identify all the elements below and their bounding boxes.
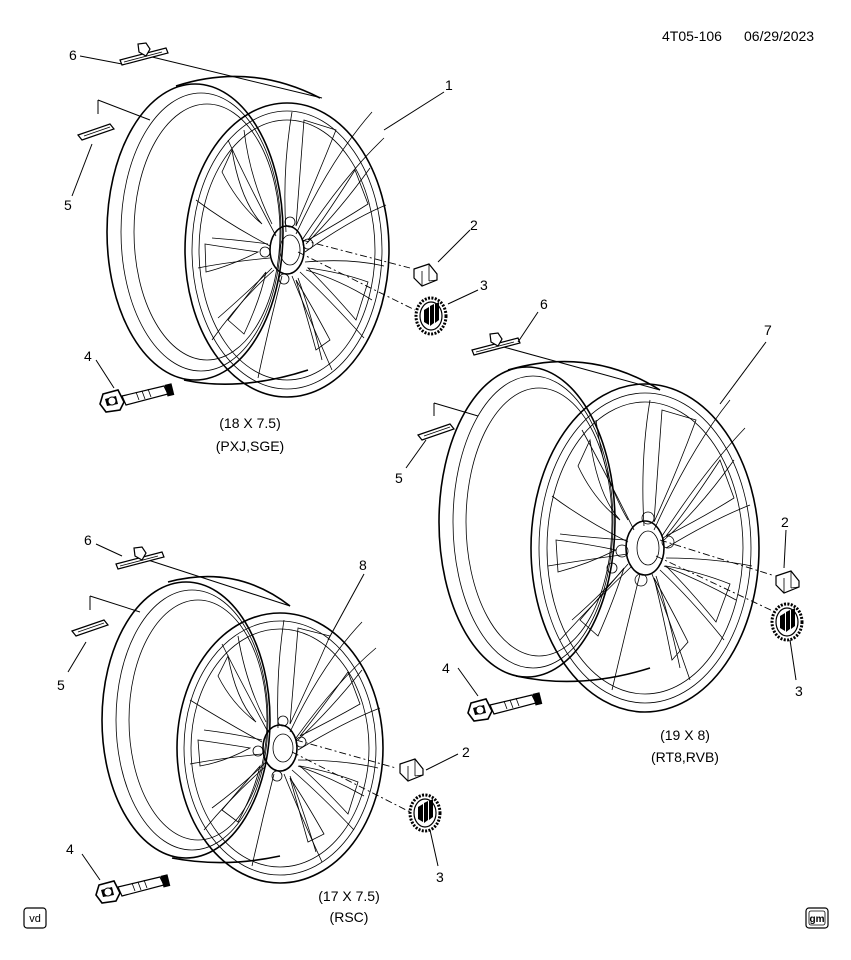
wheel-2-leader-weights xyxy=(433,345,661,417)
wheel-3-tpms-sensor xyxy=(95,873,172,904)
wheel-2-drawing xyxy=(438,360,760,713)
wheel-3-lug-nut xyxy=(399,758,424,782)
wheel-3-center-cap xyxy=(408,793,442,833)
wheel-2-callout-sensor: 4 xyxy=(442,660,450,676)
gm-logo-label: gm xyxy=(810,914,825,925)
wheel-3-codes-caption: (RSC) xyxy=(330,909,369,925)
wheel-assembly-2: 6 5 7 2 3 4 (19 X 8) (RT8,RVB) xyxy=(395,296,804,765)
wheel-1-callout-wheel: 1 xyxy=(445,77,453,93)
wheel-2-callout-weight-5: 5 xyxy=(395,470,403,486)
wheel-2-adhesive-weight xyxy=(417,423,455,441)
vd-badge: vd xyxy=(23,907,47,929)
document-id: 4T05-106 xyxy=(662,28,722,44)
wheel-3-adhesive-weight xyxy=(71,619,109,637)
vd-badge-label: vd xyxy=(29,913,41,925)
wheel-3-size-caption: (17 X 7.5) xyxy=(318,888,379,904)
wheel-2-tpms-sensor xyxy=(467,691,544,722)
wheel-3-drawing xyxy=(101,575,384,884)
wheel-1-leader-weights xyxy=(97,55,323,121)
wheel-1-callout-weight-6: 6 xyxy=(69,47,77,63)
wheel-2-callout-cap: 3 xyxy=(795,683,803,699)
wheel-2-assembly-line xyxy=(655,539,776,613)
wheel-3-callout-weight-5: 5 xyxy=(57,677,65,693)
wheel-3-assembly-line xyxy=(291,739,415,815)
wheel-1-tpms-sensor xyxy=(99,382,176,413)
wheel-1-center-cap xyxy=(414,296,448,336)
wheel-1-callout-sensor: 4 xyxy=(84,348,92,364)
wheel-3-callout-weight-6: 6 xyxy=(84,532,92,548)
diagram-header: 4T05-106 06/29/2023 xyxy=(662,28,814,44)
wheel-3-callout-wheel: 8 xyxy=(359,557,367,573)
wheel-1-adhesive-weight xyxy=(77,123,115,141)
wheel-2-clip-on-weight xyxy=(471,332,521,356)
wheel-3-leader-weights xyxy=(89,559,291,613)
wheel-2-callout-nut: 2 xyxy=(781,514,789,530)
document-date: 06/29/2023 xyxy=(744,28,814,44)
wheel-2-size-caption: (19 X 8) xyxy=(660,727,710,743)
wheel-2-center-cap xyxy=(770,602,804,642)
wheel-2-callout-wheel: 7 xyxy=(764,322,772,338)
gm-logo: gm xyxy=(805,907,829,929)
wheel-assembly-1: 1 2 3 4 5 6 (18 X 7.5) (PXJ,SGE) xyxy=(64,42,488,454)
wheel-1-callout-weight-5: 5 xyxy=(64,197,72,213)
wheel-1-lug-nut xyxy=(413,263,438,287)
wheel-1-drawing xyxy=(106,75,390,398)
wheel-3-clip-on-weight xyxy=(115,546,165,570)
wheel-1-callout-cap: 3 xyxy=(480,277,488,293)
wheel-2-codes-caption: (RT8,RVB) xyxy=(651,749,719,765)
wheel-1-codes-caption: (PXJ,SGE) xyxy=(216,438,284,454)
wheel-3-callout-sensor: 4 xyxy=(66,841,74,857)
wheel-2-lug-nut xyxy=(775,570,800,594)
wheel-1-clip-on-weight xyxy=(119,42,169,66)
wheel-assembly-3: 6 5 8 2 3 4 (17 X 7.5) (RSC) xyxy=(57,532,470,925)
wheel-3-callout-cap: 3 xyxy=(436,869,444,885)
wheel-3-callout-nut: 2 xyxy=(462,744,470,760)
wheel-1-callout-nut: 2 xyxy=(470,217,478,233)
wheel-2-callout-weight-6: 6 xyxy=(540,296,548,312)
wheel-1-size-caption: (18 X 7.5) xyxy=(219,415,280,431)
wheel-1-assembly-line xyxy=(297,239,416,311)
